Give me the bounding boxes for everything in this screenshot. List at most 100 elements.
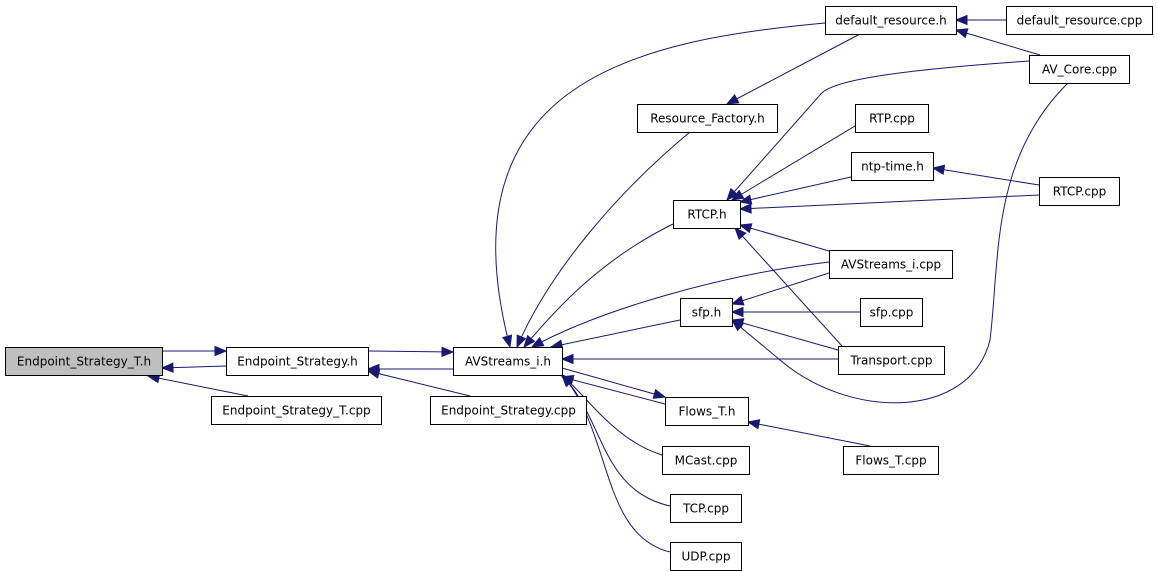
node-default-resource-h[interactable]: default_resource.h [825,6,957,35]
node-flows-t-cpp[interactable]: Flows_T.cpp [843,446,939,475]
edge-line [561,374,663,456]
edge-line [367,350,454,353]
node-box [1029,55,1130,84]
edge-arrowhead [738,194,753,205]
edge-endpoint_strategy_t_cpp-to-endpoint_strategy_t_h [146,373,249,397]
edge-line [531,261,830,348]
edge-arrowhead [730,306,744,318]
node-mcast-cpp[interactable]: MCast.cpp [662,446,750,475]
node-label: TCP.cpp [682,502,729,516]
edge-endpoint_strategy_cpp-to-endpoint_strategy_h [366,368,471,397]
edge-flows_t_cpp-to-flows_t_h [746,419,871,447]
edge-line [739,194,1040,210]
edge-arrowhead [954,28,969,39]
edge-av_core_cpp-to-default_resource_h [954,28,1041,56]
edge-arrowhead [523,334,536,349]
edge-arrowhead [726,187,739,201]
edge-endpoint_strategy_h-to-endpoint_strategy_t_h [160,362,227,373]
edge-rtcp_h-to-avstreams_i_h [523,223,674,349]
edge-line [367,370,471,397]
node-box [211,396,382,425]
node-flows-t-h[interactable]: Flows_T.h [665,397,749,426]
edge-transport_cpp-to-sfp_h [730,318,839,351]
edge-line [523,223,674,348]
edge-default_resource_cpp-to-default_resource_h [954,14,1006,26]
edge-rtp_cpp-to-rtcp_h [730,125,856,201]
node-rtp-cpp[interactable]: RTP.cpp [855,104,929,133]
node-label: Flows_T.h [679,405,736,419]
node-label: default_resource.h [835,14,947,28]
edge-line [731,125,856,201]
edge-endpoint_strategy_t_h-to-endpoint_strategy_h [162,345,228,357]
node-av-core-cpp[interactable]: AV_Core.cpp [1029,55,1130,84]
edge-arrowhead [725,94,740,105]
node-box [843,446,939,475]
node-box [855,104,929,133]
edge-arrowhead [366,368,381,379]
edge-arrowhead [730,189,745,201]
node-label: AVStreams_i.cpp [841,258,941,272]
edge-avstreams_i_cpp-to-avstreams_i_h [530,261,830,348]
node-box [637,104,778,133]
node-endpoint-strategy-cpp[interactable]: Endpoint_Strategy.cpp [430,396,587,425]
edge-arrowhead [160,362,174,373]
edge-line [561,376,666,405]
edge-line [731,319,839,351]
node-avstreams-i-h[interactable]: AVStreams_i.h [453,347,563,376]
node-label: MCast.cpp [675,454,738,468]
node-rtcp-cpp[interactable]: RTCP.cpp [1039,177,1120,206]
node-box [673,200,741,229]
edge-resource_factory_h-to-avstreams_i_h [516,131,691,349]
edge-default_resource_h-to-resource_factory_h [725,33,861,105]
node-label: default_resource.cpp [1017,14,1143,28]
node-label: Endpoint_Strategy_T.h [17,355,151,369]
node-box [680,298,733,327]
node-endpoint-strategy-t-cpp[interactable]: Endpoint_Strategy_T.cpp [211,396,382,425]
edge-arrowhead [746,419,761,430]
node-box [851,152,934,181]
edge-arrowhead [730,295,745,306]
edge-line [932,167,1040,186]
node-label: AVStreams_i.h [465,355,551,369]
edge-arrowhead [734,227,747,241]
node-sfp-cpp[interactable]: sfp.cpp [860,298,923,327]
edge-line [550,319,681,348]
node-rtcp-h[interactable]: RTCP.h [673,200,741,229]
edge-arrowhead [502,334,513,349]
node-label: Endpoint_Strategy.cpp [441,404,576,418]
edge-default_resource_h-to-avstreams_i_h [495,22,826,349]
node-box [825,6,957,35]
node-ntp-time-h[interactable]: ntp-time.h [851,152,934,181]
edge-line [147,375,249,397]
node-box [829,250,953,279]
edge-arrowhead [560,353,574,365]
node-tcp-cpp[interactable]: TCP.cpp [670,494,742,523]
edge-line [731,272,830,305]
node-resource-factory-h[interactable]: Resource_Factory.h [637,104,778,133]
edge-arrowhead [561,374,574,388]
node-sfp-h[interactable]: sfp.h [680,298,733,327]
edge-line [561,367,666,398]
edge-line [739,224,830,252]
node-label: Endpoint_Strategy.h [237,355,358,369]
edge-line [955,29,1041,56]
edge-arrowhead [516,334,527,349]
node-box [670,494,742,523]
node-udp-cpp[interactable]: UDP.cpp [670,542,742,571]
edge-arrowhead [530,336,545,348]
edge-line [739,176,852,203]
node-label: sfp.cpp [870,306,914,320]
edge-sfp_h-to-avstreams_i_h [549,319,681,350]
node-box [453,347,563,376]
edge-avstreams_i_h-to-flows_t_h [561,367,667,399]
node-transport-cpp[interactable]: Transport.cpp [838,346,945,375]
edge-line [726,60,1030,201]
edge-line [734,227,843,347]
node-avstreams-i-cpp[interactable]: AVStreams_i.cpp [829,250,953,279]
edge-arrowhead [441,346,455,358]
edge-rtcp_cpp-to-rtcp_h [738,194,1040,214]
node-label: Resource_Factory.h [650,112,765,126]
node-endpoint-strategy-h[interactable]: Endpoint_Strategy.h [226,347,369,376]
edges-layer [146,14,1069,553]
node-default-resource-cpp[interactable]: default_resource.cpp [1006,6,1153,35]
